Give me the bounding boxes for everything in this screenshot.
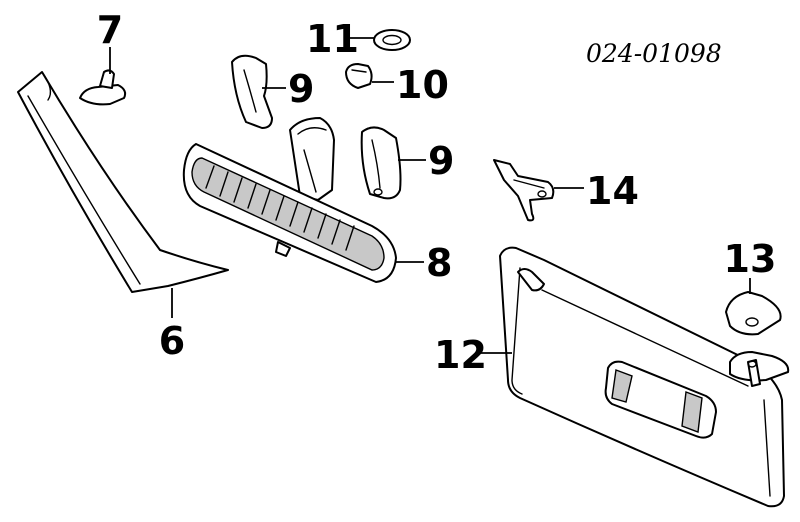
part-13-visor-clip (725, 291, 790, 387)
callout-13: 13 (724, 237, 777, 281)
callout-8: 8 (426, 241, 452, 285)
part-9-cover-lower (360, 126, 402, 200)
callout-9-upper: 9 (288, 67, 314, 111)
callout-12: 12 (434, 333, 487, 377)
callout-11: 11 (306, 17, 359, 61)
diagram-code: 024-01098 (586, 39, 722, 68)
callout-10: 10 (396, 63, 449, 107)
part-12-sun-visor (499, 246, 785, 508)
part-8-mirror (182, 117, 397, 283)
part-9-cover-upper (231, 54, 273, 129)
callout-14: 14 (586, 169, 639, 213)
part-14-bracket (493, 159, 555, 222)
callout-7: 7 (97, 8, 123, 52)
callout-9-lower: 9 (428, 139, 454, 183)
callout-6: 6 (159, 319, 185, 363)
part-10-nut (345, 63, 373, 89)
part-11-ring (373, 29, 411, 51)
part-7-clip (79, 69, 127, 106)
part-6-pillar-trim (17, 71, 229, 293)
